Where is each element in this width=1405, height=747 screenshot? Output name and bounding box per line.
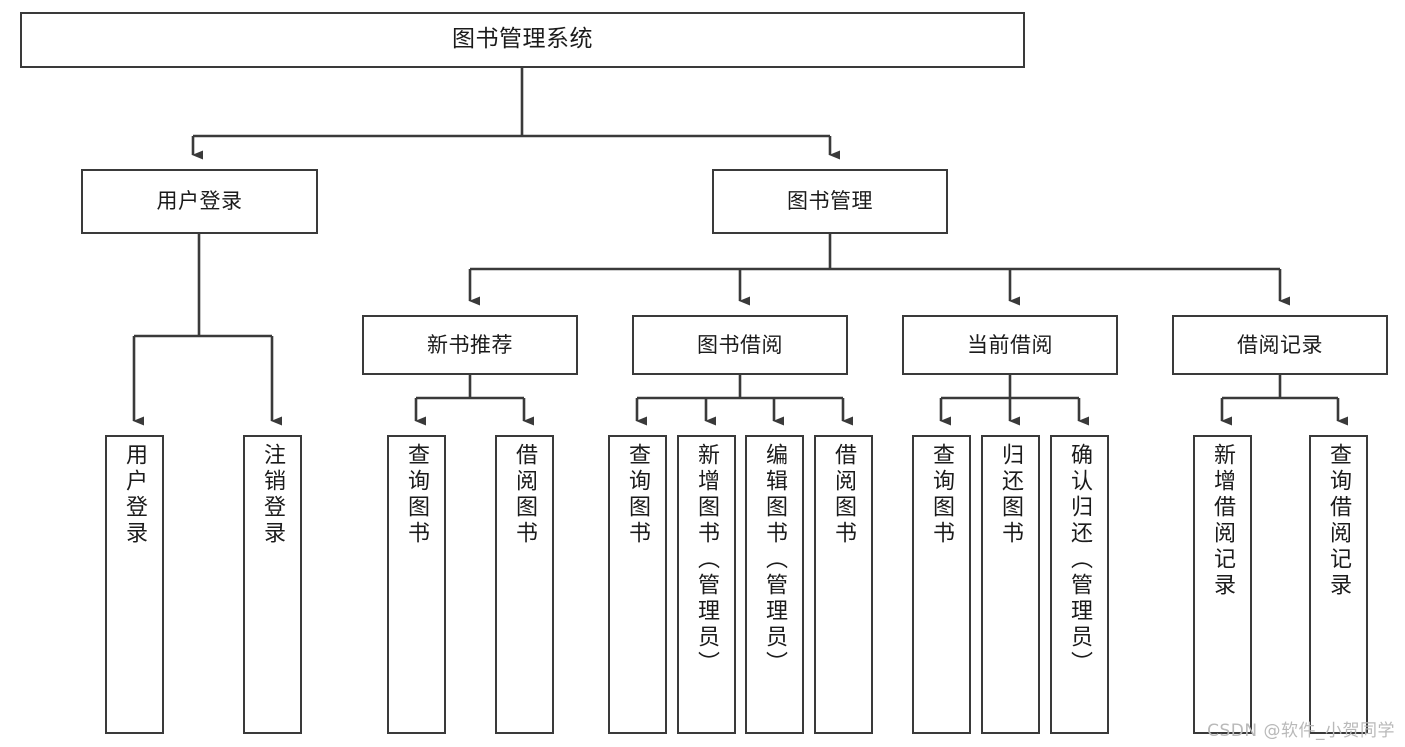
node-leaf-confirm-return-label: 确认归还（管理员） — [1067, 443, 1093, 677]
node-current-borrow[interactable]: 当前借阅 — [902, 315, 1118, 375]
node-leaf-query-book-2-label: 查询图书 — [625, 443, 651, 547]
node-leaf-query-book-1[interactable]: 查询图书 — [387, 435, 446, 734]
node-new-book-recommend[interactable]: 新书推荐 — [362, 315, 578, 375]
node-leaf-borrow-book-1-label: 借阅图书 — [512, 443, 538, 547]
node-book-borrow-label: 图书借阅 — [697, 332, 783, 357]
node-leaf-borrow-book-1[interactable]: 借阅图书 — [495, 435, 554, 734]
node-leaf-edit-book[interactable]: 编辑图书（管理员） — [745, 435, 804, 734]
node-leaf-user-login[interactable]: 用户登录 — [105, 435, 164, 734]
node-leaf-add-book[interactable]: 新增图书（管理员） — [677, 435, 736, 734]
node-leaf-query-record-label: 查询借阅记录 — [1326, 443, 1352, 599]
node-borrow-record-label: 借阅记录 — [1237, 332, 1323, 357]
node-leaf-add-record[interactable]: 新增借阅记录 — [1193, 435, 1252, 734]
node-leaf-add-book-label: 新增图书（管理员） — [694, 443, 720, 677]
node-book-management-label: 图书管理 — [787, 189, 873, 214]
node-user-login[interactable]: 用户登录 — [81, 169, 318, 234]
node-leaf-query-record[interactable]: 查询借阅记录 — [1309, 435, 1368, 734]
node-user-login-label: 用户登录 — [156, 189, 243, 214]
node-root[interactable]: 图书管理系统 — [20, 12, 1025, 68]
node-current-borrow-label: 当前借阅 — [967, 332, 1053, 357]
node-leaf-query-book-3[interactable]: 查询图书 — [912, 435, 971, 734]
node-root-label: 图书管理系统 — [452, 26, 593, 53]
node-leaf-user-login-label: 用户登录 — [122, 443, 148, 547]
node-leaf-user-logout-label: 注销登录 — [260, 443, 286, 547]
node-leaf-return-book-label: 归还图书 — [998, 443, 1024, 547]
node-leaf-return-book[interactable]: 归还图书 — [981, 435, 1040, 734]
node-book-borrow[interactable]: 图书借阅 — [632, 315, 848, 375]
node-leaf-user-logout[interactable]: 注销登录 — [243, 435, 302, 734]
node-new-book-recommend-label: 新书推荐 — [427, 332, 513, 357]
node-leaf-edit-book-label: 编辑图书（管理员） — [762, 443, 788, 677]
node-leaf-add-record-label: 新增借阅记录 — [1210, 443, 1236, 599]
node-leaf-confirm-return[interactable]: 确认归还（管理员） — [1050, 435, 1109, 734]
node-borrow-record[interactable]: 借阅记录 — [1172, 315, 1388, 375]
node-book-management[interactable]: 图书管理 — [712, 169, 948, 234]
node-leaf-borrow-book-2[interactable]: 借阅图书 — [814, 435, 873, 734]
node-leaf-borrow-book-2-label: 借阅图书 — [831, 443, 857, 547]
node-leaf-query-book-3-label: 查询图书 — [929, 443, 955, 547]
node-leaf-query-book-1-label: 查询图书 — [404, 443, 430, 547]
node-leaf-query-book-2[interactable]: 查询图书 — [608, 435, 667, 734]
watermark: CSDN @软件_小贺同学 — [1207, 721, 1395, 741]
